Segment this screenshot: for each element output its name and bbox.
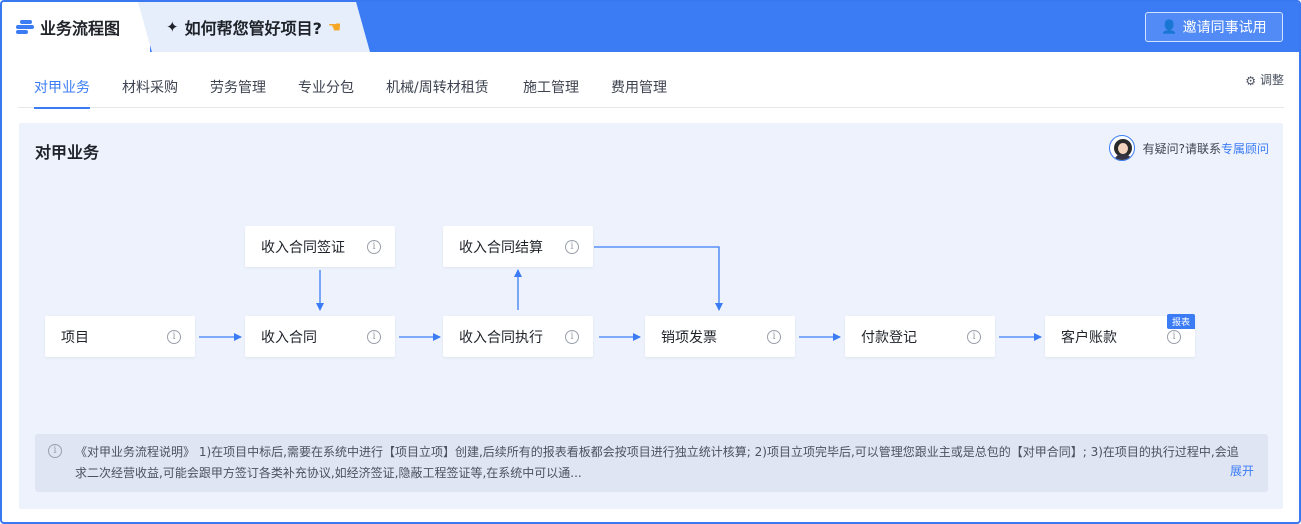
flow-arrows [199,246,1042,341]
invite-colleague-button[interactable]: 👤 邀请同事试用 [1145,12,1283,42]
advisor-link[interactable]: 专属顾问 [1220,141,1269,156]
report-badge: 报表 [1166,314,1195,329]
panel-title: 对甲业务 [35,143,100,162]
node-output-invoice[interactable]: 销项发票 i [645,316,795,357]
node-contract-execution-label: 收入合同执行 [459,329,543,346]
tab-labor[interactable]: 劳务管理 [210,80,266,96]
tab-machinery-rental[interactable]: 机械/周转材租赁 [386,80,489,96]
flow-icon [16,20,34,34]
info-icon[interactable]: i [565,329,579,344]
sparkle-icon: ✦ [166,18,179,36]
node-contract-visa[interactable]: 收入合同签证 i [245,226,395,267]
info-icon[interactable]: i [565,239,579,254]
tab-business-flow-label: 业务流程图 [40,19,121,38]
node-customer-account-label: 客户账款 [1061,329,1117,346]
node-income-contract-label: 收入合同 [261,329,317,346]
flow-panel: 对甲业务 有疑问?请联系 专属顾问 [19,123,1283,509]
adjust-label: 调整 [1259,73,1284,87]
pointing-hand-icon: ☚ [327,18,342,36]
tab-expense[interactable]: 费用管理 [611,80,667,96]
tab-dui-jia[interactable]: 对甲业务 [34,52,90,109]
tab-help-label: 如何帮您管好项目? [184,19,322,38]
tab-business-flow[interactable]: 业务流程图 [2,2,150,52]
adjust-button[interactable]: ⚙ 调整 [1245,52,1284,108]
advisor-avatar [1108,135,1135,161]
node-payment-registration[interactable]: 付款登记 i [845,316,995,357]
node-payment-registration-label: 付款登记 [861,329,917,346]
info-icon: i [48,444,62,458]
module-tabs: 对甲业务 材料采购 劳务管理 专业分包 机械/周转材租赁 施工管理 费用管理 ⚙… [18,52,1284,109]
advisor-contact[interactable]: 有疑问?请联系 专属顾问 [1108,135,1269,161]
info-icon[interactable]: i [1167,329,1181,344]
node-contract-settlement[interactable]: 收入合同结算 i [443,226,593,267]
tab-help[interactable]: ✦ 如何帮您管好项目? ☚ [138,2,370,52]
add-user-icon: 👤 [1161,19,1178,35]
info-icon[interactable]: i [367,329,381,344]
info-icon[interactable]: i [367,239,381,254]
node-output-invoice-label: 销项发票 [661,329,717,346]
node-contract-execution[interactable]: 收入合同执行 i [443,316,593,357]
arrow-settlement-to-invoice [594,246,723,311]
node-project[interactable]: 项目 i [45,316,195,357]
top-header: 业务流程图 ✦ 如何帮您管好项目? ☚ 👤 邀请同事试用 [2,2,1299,52]
advisor-text: 有疑问?请联系 [1142,141,1221,156]
sliders-icon: ⚙ [1245,74,1256,88]
tab-subcontract[interactable]: 专业分包 [298,80,354,96]
info-icon[interactable]: i [167,329,181,344]
tab-construction[interactable]: 施工管理 [523,80,579,96]
node-customer-account[interactable]: 客户账款 i 报表 [1045,314,1195,357]
invite-colleague-label: 邀请同事试用 [1182,20,1267,36]
expand-link[interactable]: 展开 [1229,464,1254,478]
node-project-label: 项目 [61,329,89,346]
node-income-contract[interactable]: 收入合同 i [245,316,395,357]
flow-description-text: 《对甲业务流程说明》 1)在项目中标后,需要在系统中进行【项目立项】创建,后续所… [75,445,1239,480]
info-icon[interactable]: i [967,329,981,344]
flow-description: i 《对甲业务流程说明》 1)在项目中标后,需要在系统中进行【项目立项】创建,后… [35,434,1268,492]
node-contract-settlement-label: 收入合同结算 [459,239,543,256]
node-contract-visa-label: 收入合同签证 [261,239,345,256]
tab-material-purchase[interactable]: 材料采购 [122,80,178,96]
info-icon[interactable]: i [767,329,781,344]
